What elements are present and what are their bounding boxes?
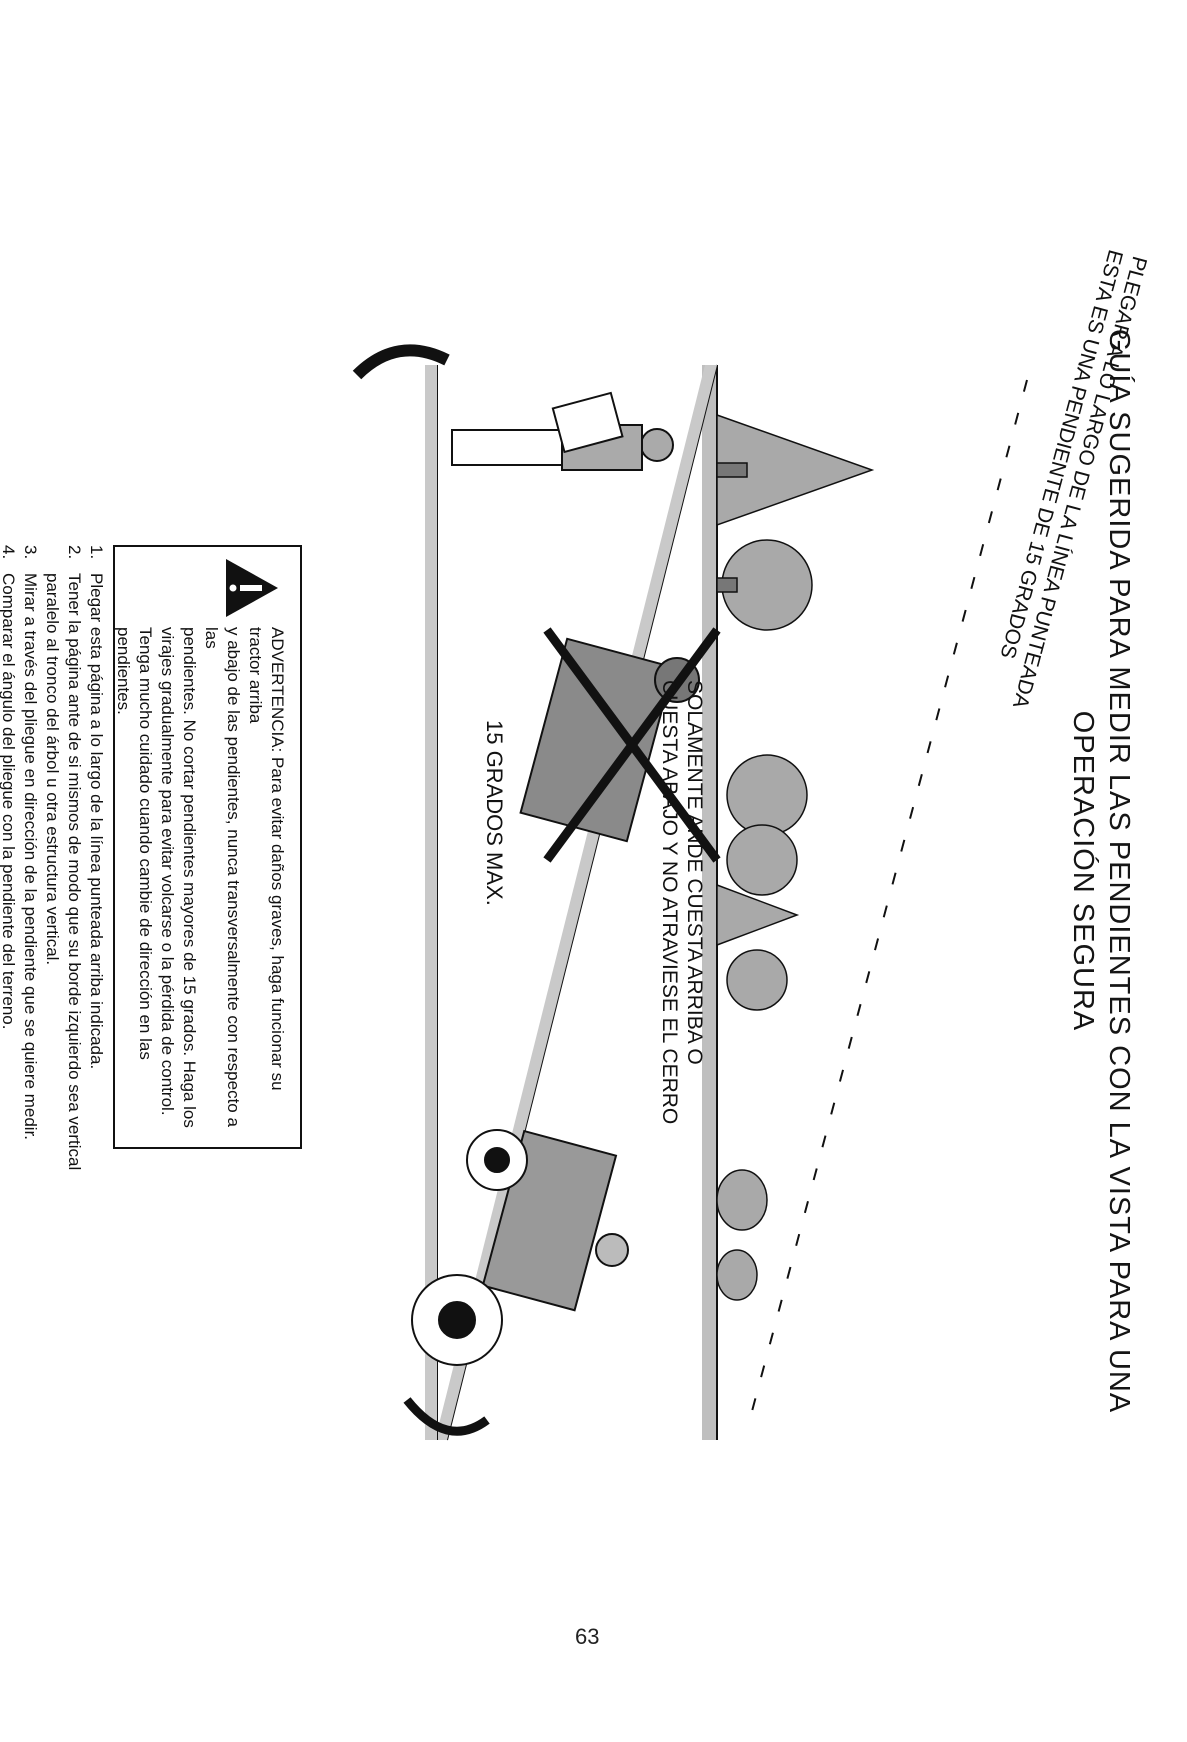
round-tree bbox=[726, 824, 798, 896]
bush bbox=[716, 1169, 768, 1231]
step-text: Plegar esta página a lo largo de la líne… bbox=[87, 573, 106, 1070]
warning-line: Tenga mucho cuidado cuando cambie de dir… bbox=[114, 627, 155, 1060]
fold-dotted-line bbox=[746, 379, 1028, 1431]
warning-line: pendientes. No cortar pendientes mayores… bbox=[180, 627, 199, 1128]
step-number: 2. bbox=[65, 545, 84, 560]
warning-box: ADVERTENCIA: Para evitar daños graves, h… bbox=[113, 545, 302, 1149]
step-item: 4. Comparar el ángulo del pliegue con la … bbox=[0, 545, 19, 1405]
uphill-arrow bbox=[403, 1397, 490, 1436]
step-item: 2. Tener la página ante de si mismos de m… bbox=[63, 545, 85, 1405]
warning-line: ADVERTENCIA: Para evitar daños graves, h… bbox=[246, 627, 287, 1091]
person-sighting-slope bbox=[451, 391, 674, 471]
bush bbox=[716, 1249, 758, 1301]
cross-line-2 bbox=[543, 627, 721, 863]
driver-head bbox=[595, 1233, 629, 1267]
uphill-tractor bbox=[411, 1129, 629, 1366]
angle-label: 15 GRADOS MAX. bbox=[482, 720, 507, 906]
instruction-steps: 1. Plegar esta página a lo largo de la lí… bbox=[0, 545, 107, 1405]
pine-trunk bbox=[716, 462, 748, 478]
direction-callout: SOLAMENTE ANDE CUESTA ARRIBA O CUESTA AB… bbox=[657, 680, 707, 1124]
crossed-out-tractor bbox=[519, 627, 721, 863]
round-tree bbox=[726, 754, 808, 836]
tree-row bbox=[716, 413, 875, 1301]
warning-text: ADVERTENCIA: Para evitar daños graves, h… bbox=[112, 627, 288, 1135]
step-text: Mirar a través del pliegue en dirección … bbox=[21, 573, 40, 1141]
step-item: 3. Mirar a través del pliegue en direcció… bbox=[19, 545, 41, 1405]
step-text: Tener la página ante de si mismos de mod… bbox=[65, 573, 84, 1171]
step-item: paralelo al tronco del árbol u otra estr… bbox=[41, 545, 63, 1405]
step-number: 4. bbox=[0, 545, 18, 560]
direction-callout-line-1: SOLAMENTE ANDE CUESTA ARRIBA O bbox=[683, 680, 706, 1065]
step-number bbox=[41, 545, 63, 573]
direction-callout-line-2: CUESTA ABAJO Y NO ATRAVIESE EL CERRO bbox=[658, 680, 681, 1125]
step-text: paralelo al tronco del árbol u otra estr… bbox=[43, 573, 62, 966]
step-item: 1. Plegar esta página a lo largo de la lí… bbox=[85, 545, 107, 1405]
pine-tree bbox=[716, 883, 800, 947]
round-tree bbox=[726, 949, 788, 1011]
slope-illustration bbox=[352, 344, 1028, 1441]
warning-line: y abajo de las pendientes, nunca transve… bbox=[202, 627, 243, 1127]
flat-ground-band bbox=[425, 365, 437, 1440]
step-text: Comparar el ángulo del pliegue con la pe… bbox=[0, 573, 18, 1030]
page-title-line-2: OPERACIÓN SEGURA bbox=[1067, 710, 1099, 1032]
warning-line: virajes gradualmente para evitar volcars… bbox=[158, 627, 177, 1116]
round-trunk bbox=[716, 577, 738, 593]
page-number: 63 bbox=[575, 1624, 600, 1649]
step-number: 1. bbox=[87, 545, 106, 560]
downhill-arrow bbox=[352, 344, 450, 380]
step-number: 3. bbox=[21, 545, 40, 560]
warning-triangle-icon bbox=[226, 559, 278, 617]
